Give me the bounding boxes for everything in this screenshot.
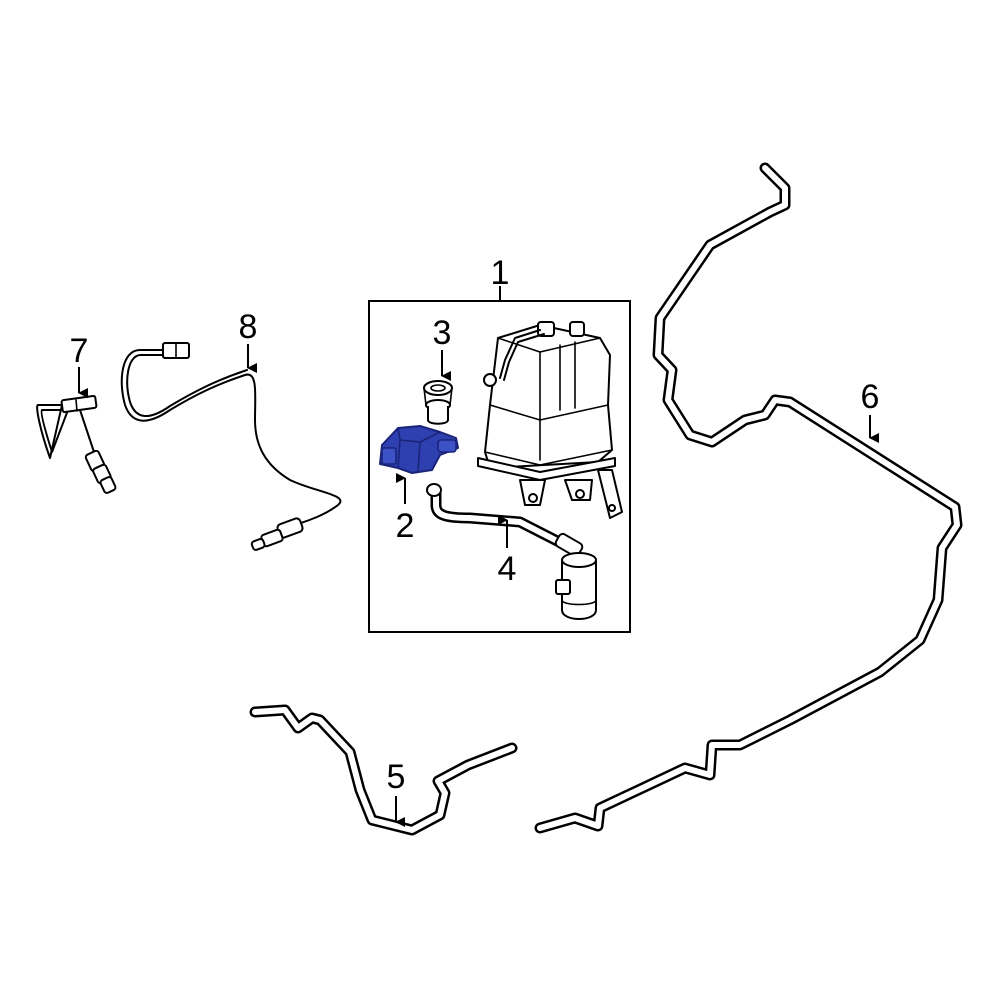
callout-5[interactable]: 5	[387, 758, 406, 796]
purge-valve-part-2[interactable]	[379, 425, 459, 474]
callout-3[interactable]: 3	[433, 314, 452, 352]
hose-filter-part-4[interactable]	[426, 483, 597, 620]
callout-2[interactable]: 2	[396, 507, 415, 545]
oxygen-sensor-part-7[interactable]	[36, 394, 117, 494]
callout-6[interactable]: 6	[861, 378, 880, 416]
callout-8[interactable]: 8	[239, 308, 258, 346]
fuel-line-part-5[interactable]	[249, 704, 518, 836]
grommet-part-3[interactable]	[423, 380, 453, 425]
callout-4[interactable]: 4	[498, 550, 517, 588]
oxygen-sensor-part-8[interactable]	[120, 342, 342, 551]
fuel-line-part-6[interactable]	[534, 162, 963, 834]
vapor-canister-part-1[interactable]	[477, 321, 623, 519]
callout-7[interactable]: 7	[70, 332, 89, 370]
callout-1[interactable]: 1	[491, 254, 510, 292]
